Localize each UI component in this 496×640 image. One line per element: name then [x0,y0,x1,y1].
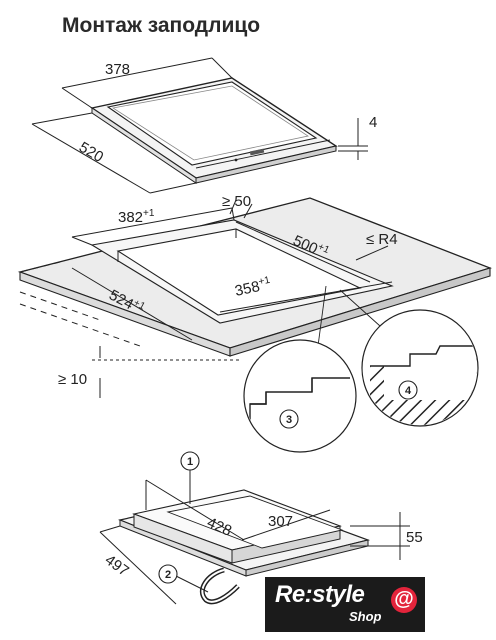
callout-2-label: 2 [165,569,171,581]
callout-3-badge [279,409,299,429]
dim-rebate-width: 358+1 [233,275,273,300]
callout-1-label: 1 [187,456,193,468]
hob-underside-box [117,489,371,605]
dim-radius: ≤ R4 [366,231,398,248]
dim-depth-520: 520 [76,139,106,166]
worktop-cutout [17,197,492,357]
bottom-dimension-lines [99,470,410,605]
dim-cut-width: 382+1 [118,208,155,226]
top-dimension-lines [31,57,368,194]
callout-3-label: 3 [286,414,292,426]
dim-box-depth-307: 307 [268,513,293,530]
detail-circle-4: 4 [339,289,479,427]
middle-dimension-lines [71,199,393,398]
callout-4-label: 4 [405,385,412,397]
callout-1-badge [180,451,200,471]
dim-outer-depth-497: 497 [102,551,132,579]
restyle-shop-logo: Re:style Shop @ [265,577,425,632]
dim-min-worktop: ≥ 10 [58,371,87,388]
dim-width-378: 378 [105,61,130,78]
page-title: Монтаж заподлицо [62,14,261,37]
dim-box-height-55: 55 [406,529,423,546]
dim-height-4: 4 [369,114,377,131]
logo-sub-text: Shop [349,609,382,624]
detail-circle-3: 3 [243,285,357,453]
dim-min-edge: ≥ 50 [222,193,251,210]
callout-2-badge [158,564,178,584]
cart-at-icon: @ [391,587,417,613]
callout-4-badge [398,380,418,400]
logo-main-text: Re:style [275,581,365,608]
hob-top-view [90,77,338,184]
